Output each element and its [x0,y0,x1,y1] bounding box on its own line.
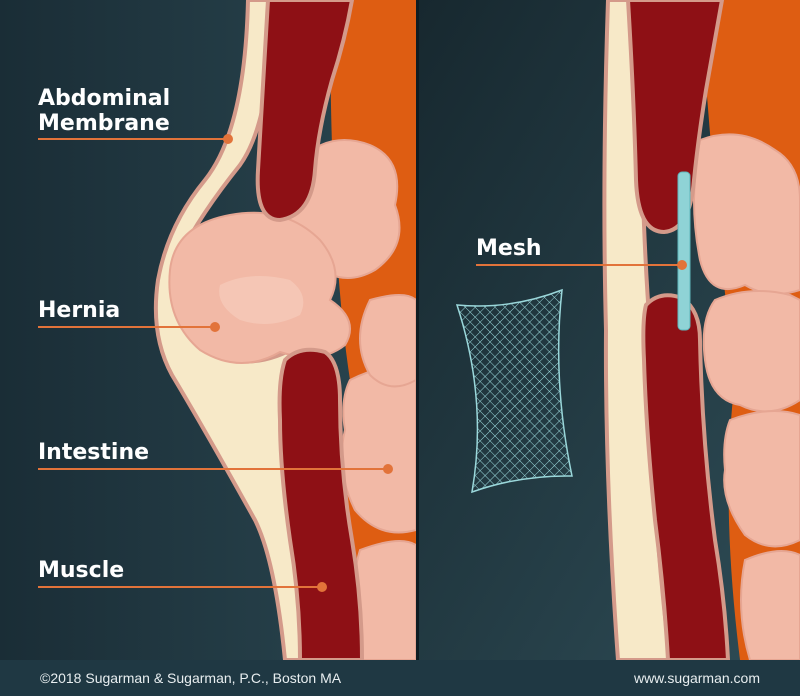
anatomy-artwork [0,0,800,660]
surgical-mesh-patch [455,288,573,494]
intestine-loops-right [693,133,800,660]
label-mesh: Mesh [476,236,542,261]
label-line-abdominal: Abdominal [38,86,171,111]
left-panel-hernia [0,0,416,660]
website-link[interactable]: www.sugarman.com [633,670,760,686]
muscle-lower-right [641,293,731,660]
copyright-text: ©2018 Sugarman & Sugarman, P.C., Boston … [40,670,342,686]
right-panel-mesh-repair [419,0,800,660]
muscle-upper [255,0,355,223]
muscle-lower [277,347,365,660]
left-leader-lines [38,134,393,592]
abdominal-membrane [153,0,313,660]
mesh-leader-line [476,260,687,270]
label-muscle: Muscle [38,558,125,583]
label-intestine: Intestine [38,440,150,465]
footer-bar: ©2018 Sugarman & Sugarman, P.C., Boston … [0,660,800,696]
mesh-implant [677,171,691,331]
label-line-membrane: Membrane [38,111,170,136]
label-hernia: Hernia [38,298,121,323]
label-abdominal-membrane: Abdominal Membrane [38,86,170,136]
